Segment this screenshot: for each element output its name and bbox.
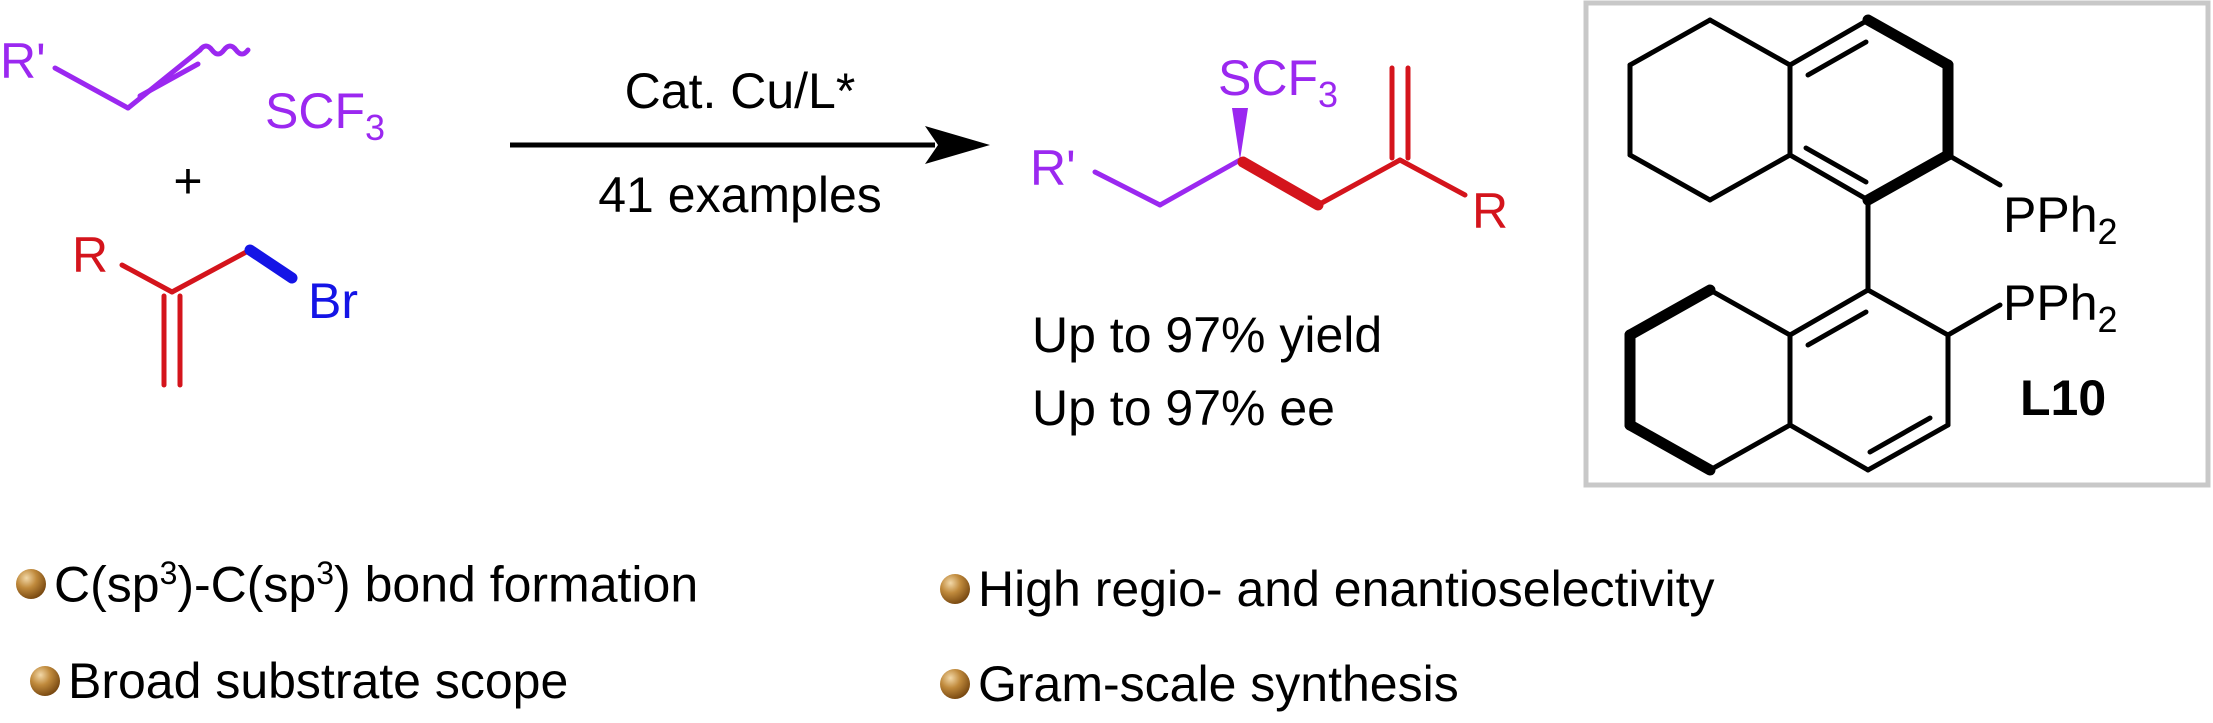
bond-vinyl	[125, 47, 203, 111]
wedge-scf3	[1232, 108, 1248, 160]
bond-wavy	[197, 43, 251, 57]
bond-stereo-ch2	[1237, 156, 1324, 211]
aromatic-inner	[1867, 415, 1933, 455]
bond-r-vinyl	[52, 65, 131, 111]
br-label: Br	[308, 273, 358, 329]
pph2-top-label: PPh2	[2003, 187, 2118, 252]
pph2-bottom-label: PPh2	[2003, 275, 2118, 340]
examples-label: 41 examples	[598, 167, 882, 223]
bond-rp-ch2	[1092, 169, 1163, 208]
product-r-label: R	[1472, 183, 1508, 239]
ring-bond	[1707, 422, 1793, 473]
reactant-vinyl-scf3: R' SCF3	[0, 33, 385, 148]
reactant-allyl-bromide: R Br	[72, 227, 358, 388]
ring-bond-bold	[1862, 149, 1954, 206]
reaction-arrow: Cat. Cu/L* 41 examples	[510, 63, 990, 223]
ee-text: Up to 97% ee	[1032, 380, 1335, 436]
bond-ch2-stereo	[1157, 157, 1243, 208]
product-scf3-label: SCF3	[1218, 50, 1338, 115]
product-structure: R' SCF3 R	[1030, 50, 1508, 239]
bond-p-upper	[1945, 152, 2003, 188]
arrow-head	[925, 126, 990, 164]
ring-bond	[1627, 17, 1713, 68]
ligand-box	[1583, 0, 2211, 488]
ring-bond	[1787, 287, 1871, 338]
ligand-name: L10	[2020, 370, 2106, 426]
ring-bond-bold	[1624, 284, 1716, 341]
ring-bond	[1627, 152, 1713, 203]
bond-r-c	[119, 262, 175, 295]
ring-bond	[1707, 152, 1793, 203]
bond-ch2-br	[244, 244, 298, 284]
yield-text: Up to 97% yield	[1032, 307, 1382, 363]
r-prime-label: R'	[0, 33, 46, 89]
scf3-label: SCF3	[265, 83, 385, 148]
bond-p-lower	[1945, 302, 2003, 338]
catalyst-label: Cat. Cu/L*	[625, 63, 856, 119]
bond-ch2-c	[1315, 157, 1403, 208]
r-label: R	[72, 227, 108, 283]
ring-bond	[1707, 287, 1793, 338]
ring-bond	[1787, 152, 1871, 203]
ligand-structure: PPh2 PPh2 L10	[1624, 14, 2118, 476]
ring-bond	[1865, 287, 1951, 338]
ring-bond	[1787, 422, 1871, 473]
bond-vinyl-double	[137, 61, 201, 99]
ring-bond	[1865, 422, 1951, 473]
product-r-prime-label: R'	[1030, 140, 1076, 196]
ring-bond-bold	[1624, 419, 1716, 476]
plus-sign: +	[173, 153, 202, 209]
aromatic-inner	[1805, 309, 1869, 348]
ring-bond	[1787, 17, 1871, 68]
bond-c-r	[1397, 157, 1468, 198]
ring-bond-bold	[1862, 14, 1954, 71]
ring-bond	[1707, 17, 1793, 68]
bond-c-ch2	[169, 247, 253, 295]
aromatic-inner	[1805, 39, 1869, 78]
aromatic-inner	[1803, 145, 1869, 185]
